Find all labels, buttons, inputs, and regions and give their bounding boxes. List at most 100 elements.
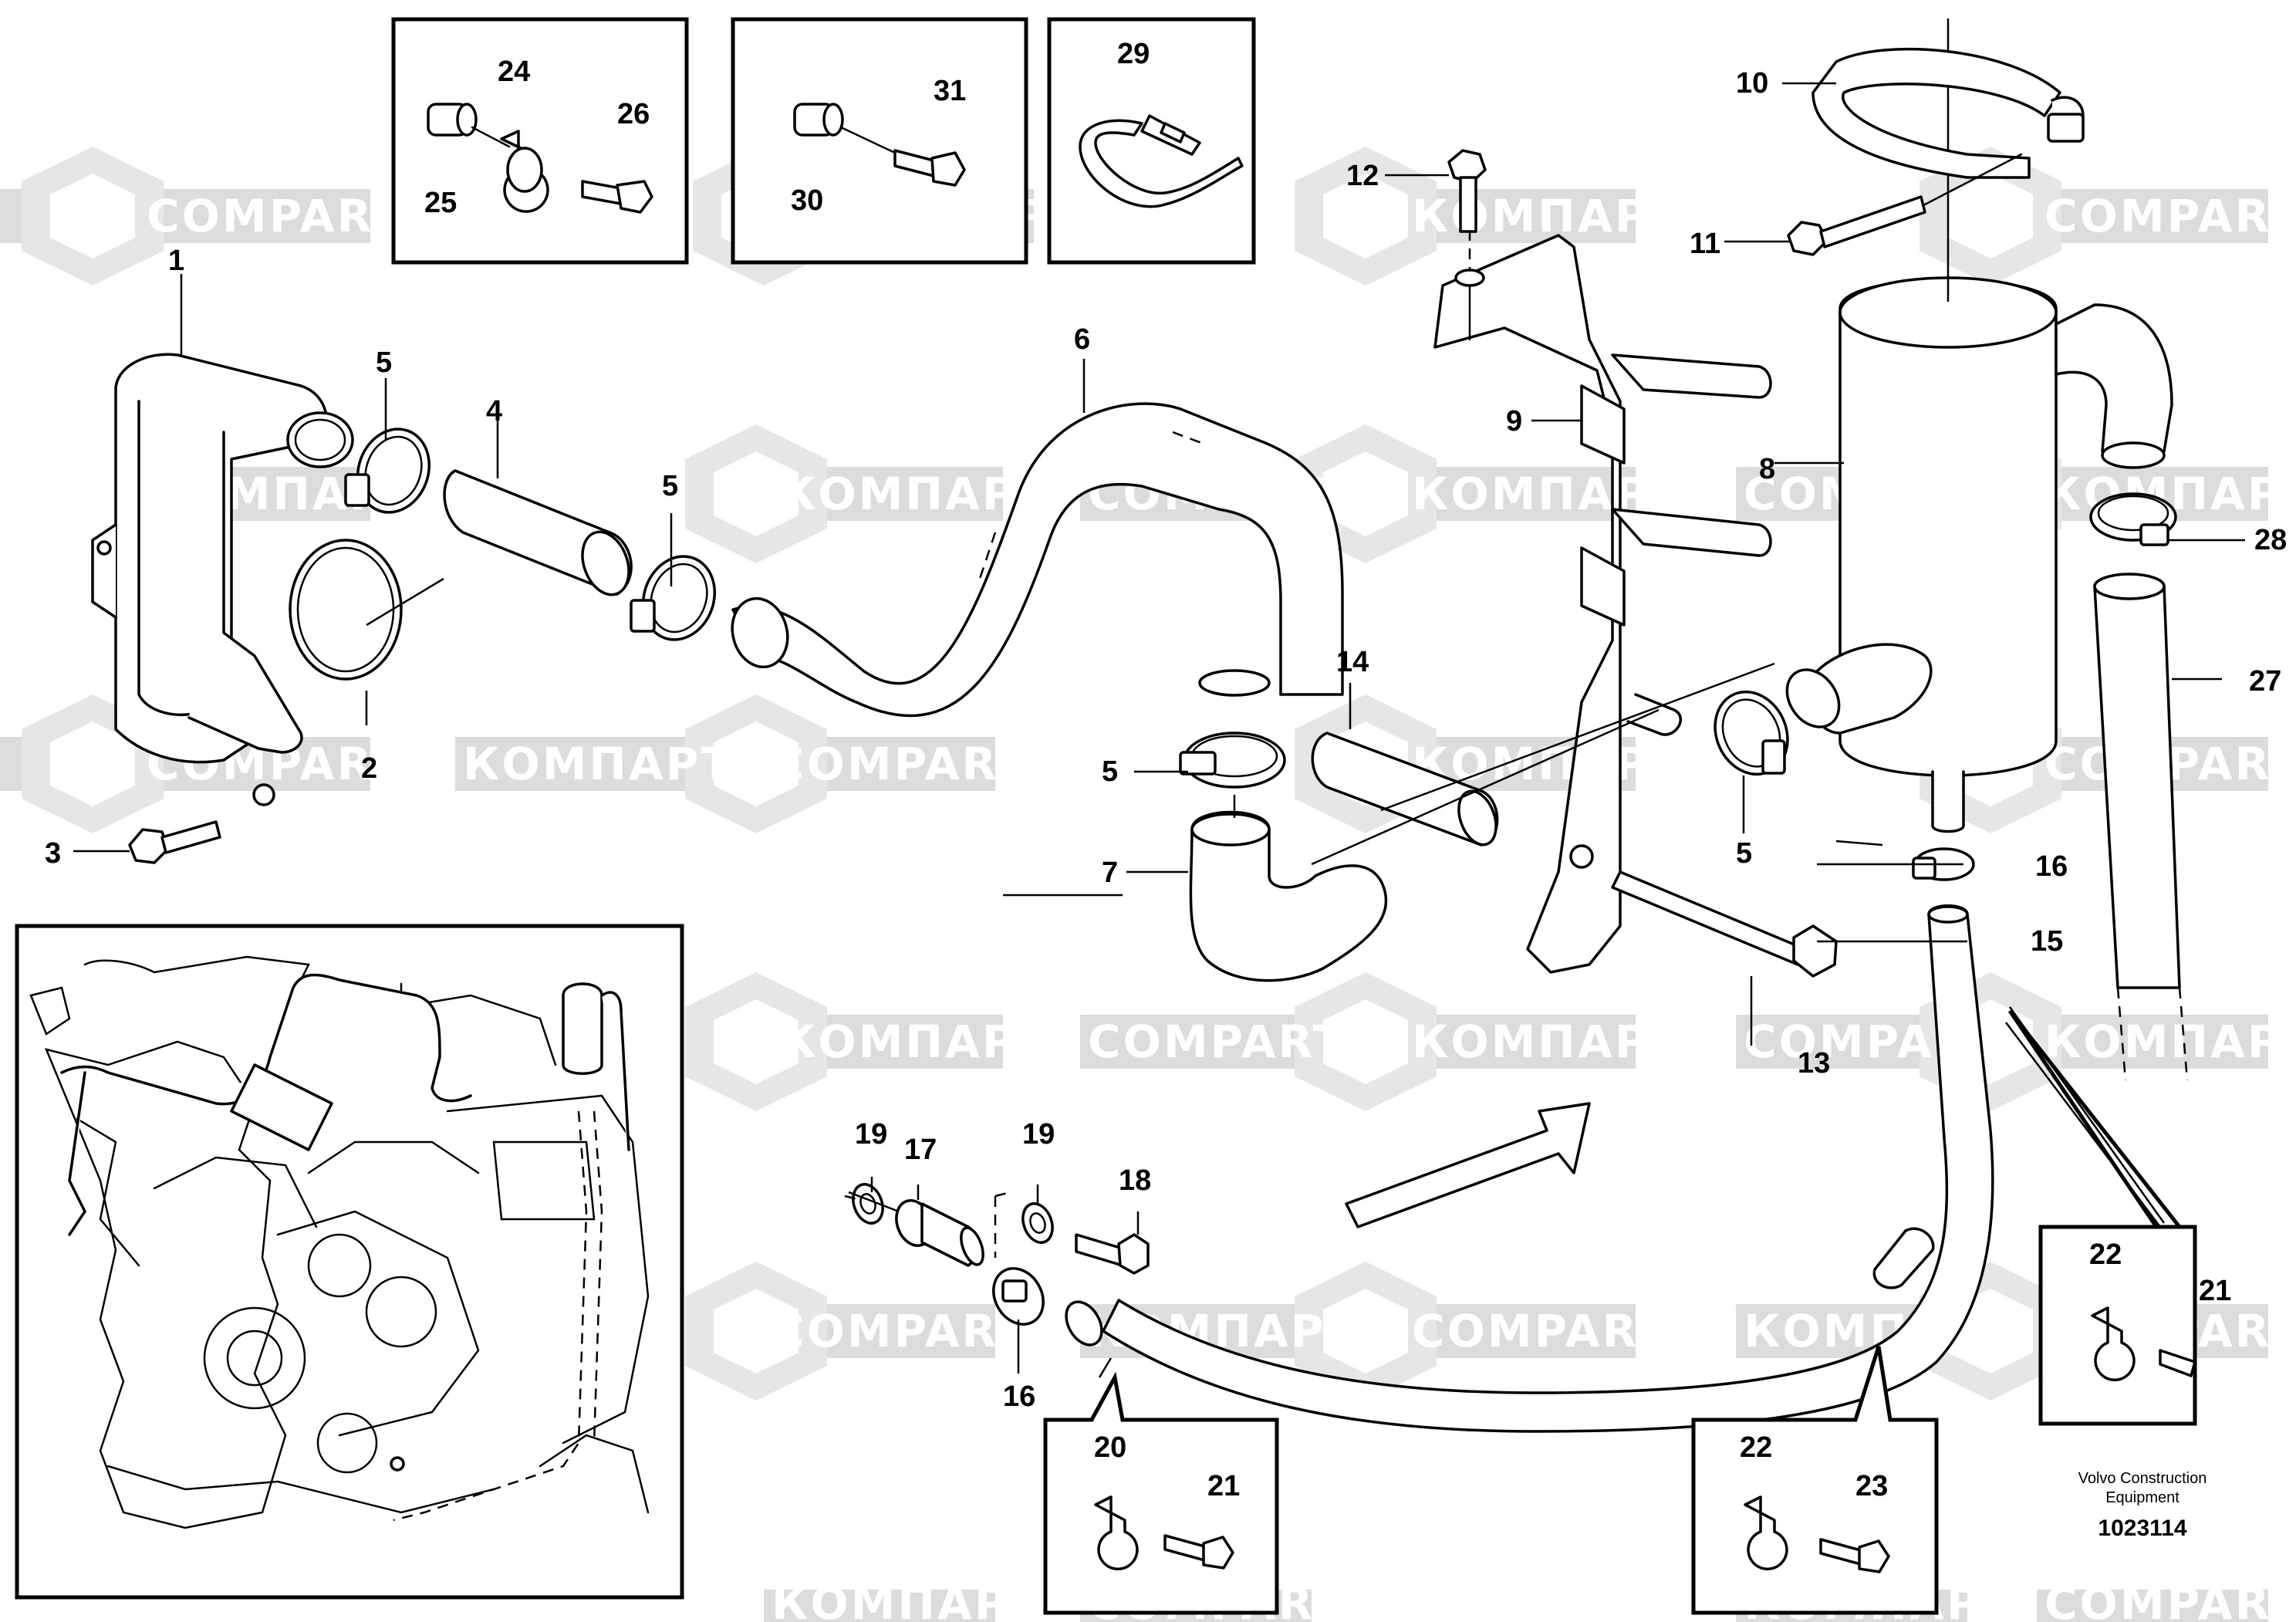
bolt-part-12 (1447, 149, 1487, 233)
callout-5c: 5 (1102, 755, 1118, 788)
flow-direction-arrow (1345, 1102, 1591, 1228)
callout-20: 20 (1094, 1431, 1126, 1464)
caption-line-1: Volvo Construction (2078, 1470, 2207, 1487)
callout-10: 10 (1736, 67, 1768, 100)
callout-11: 11 (1690, 228, 1720, 260)
engine-block-sketch (29, 955, 650, 1529)
spacer-part-30 (793, 103, 844, 137)
svg-text:КОМПАРТ: КОМПАРТ (779, 468, 1050, 520)
svg-text:КОМПАРТ: КОМПАРТ (779, 1015, 1050, 1068)
callout-16b: 16 (1003, 1380, 1035, 1413)
bolt-part-11 (1787, 153, 2023, 256)
callout-5d: 5 (1736, 837, 1752, 870)
publisher-caption: Volvo Construction Equipment 1023114 (2078, 1470, 2207, 1541)
hose-clamp-part-5b (630, 555, 717, 641)
hose-clamp-part-16b (992, 1267, 1045, 1326)
callout-6: 6 (1074, 323, 1090, 356)
caption-line-2: Equipment (2105, 1489, 2180, 1506)
callout-4: 4 (486, 395, 502, 427)
callout-21b: 21 (2199, 1275, 2231, 1307)
bracket-part-9 (1433, 193, 1772, 974)
callout-labels: 1 2 3 4 5 5 5 5 6 7 8 9 10 11 12 13 14 1… (45, 38, 2287, 1502)
bolt-part-21b (2159, 1349, 2196, 1377)
fitting-alignment-lines (844, 1191, 1011, 1258)
hose-part-15 (1065, 904, 1994, 1433)
callout-26: 26 (617, 98, 650, 130)
callout-25: 25 (424, 187, 457, 219)
p-clamp-part-22b (2091, 1306, 2136, 1382)
svg-text:КОМПАРТ: КОМПАРТ (772, 1577, 1042, 1622)
bolt-part-18 (1075, 1233, 1150, 1275)
hose-clamp-part-5a (344, 427, 431, 514)
callout-leaders (73, 82, 2245, 1378)
strap-part-29 (1079, 114, 1244, 208)
callout-14: 14 (1336, 646, 1369, 678)
svg-text:COMPART: COMPART (772, 738, 1029, 790)
callout-24: 24 (498, 56, 530, 88)
bolt-part-13 (1611, 870, 1838, 978)
detail-box-clamp-22-21 (2007, 1009, 2197, 1426)
bolt-part-26 (581, 180, 653, 214)
bolt-part-3 (128, 820, 221, 864)
callout-17: 17 (904, 1134, 937, 1166)
hose-clamp-part-5c (1179, 732, 1286, 789)
svg-text:КОМПАРТ: КОМПАРТ (463, 738, 734, 790)
callout-1: 1 (168, 245, 184, 277)
tube-part-4 (443, 469, 633, 596)
callout-7: 7 (1102, 857, 1118, 889)
bolt-part-21a (1163, 1534, 1234, 1570)
detail-box-clamp-20-21 (1043, 1371, 1279, 1615)
spacer-part-25 (427, 103, 478, 137)
detail-box-strap-29 (1047, 17, 1256, 265)
svg-text:КОМПАРТ: КОМПАРТ (1412, 190, 1683, 242)
callout-22b: 22 (2089, 1238, 2122, 1271)
svg-text:COMPART: COMPART (1088, 1015, 1346, 1068)
callout-16a: 16 (2035, 850, 2068, 883)
callout-5a: 5 (376, 346, 392, 379)
hose-part-27 (2093, 573, 2189, 1081)
housing-part-1 (91, 353, 354, 806)
washer-part-19b (1021, 1202, 1054, 1244)
callout-13: 13 (1798, 1047, 1830, 1080)
callout-18: 18 (1119, 1164, 1151, 1197)
sleeve-part-14 (1311, 732, 1499, 846)
callout-3: 3 (45, 837, 61, 870)
callout-19a: 19 (855, 1118, 887, 1151)
strap-part-10 (1811, 47, 2085, 179)
svg-text:COMPART: COMPART (147, 190, 404, 242)
callout-2: 2 (361, 752, 377, 785)
callout-30: 30 (791, 184, 823, 217)
o-ring-part-2 (289, 539, 403, 681)
svg-text:КОМПАРТ: КОМПАРТ (1412, 1015, 1683, 1068)
callout-9: 9 (1506, 405, 1522, 438)
separator-canister-part-8 (1785, 18, 2173, 833)
svg-text:COMPART: COMPART (772, 1305, 1029, 1357)
callout-12: 12 (1346, 160, 1379, 192)
document-number: 1023114 (2098, 1516, 2186, 1541)
callout-15: 15 (2031, 925, 2063, 958)
hose-clamp-part-5d (1714, 690, 1789, 776)
detail-box-clamp-24-25-26 (391, 17, 689, 265)
svg-text:COMPART: COMPART (1412, 1305, 1670, 1357)
callout-21a: 21 (1207, 1470, 1240, 1502)
callout-23: 23 (1855, 1470, 1888, 1502)
hose-clamp-part-28 (2089, 492, 2177, 546)
watermark-band (139, 189, 370, 243)
detail-box-clamp-30-31 (731, 17, 1028, 265)
p-clamp-part-20 (1094, 1495, 1139, 1571)
callout-22a: 22 (1740, 1431, 1772, 1464)
svg-text:COMPART: COMPART (2044, 190, 2296, 242)
p-clamp-part-22a (1744, 1495, 1788, 1571)
bolt-part-31 (893, 149, 966, 187)
engine-overview-inset (15, 924, 684, 1600)
fitting-part-17 (895, 1199, 984, 1267)
callout-8: 8 (1759, 453, 1775, 485)
callout-28: 28 (2254, 524, 2287, 556)
callout-19b: 19 (1022, 1118, 1055, 1151)
callout-31: 31 (934, 75, 966, 107)
detail-leader-22-21 (2005, 1006, 2166, 1228)
callout-29: 29 (1117, 38, 1150, 70)
bolt-part-23 (1819, 1538, 1890, 1573)
